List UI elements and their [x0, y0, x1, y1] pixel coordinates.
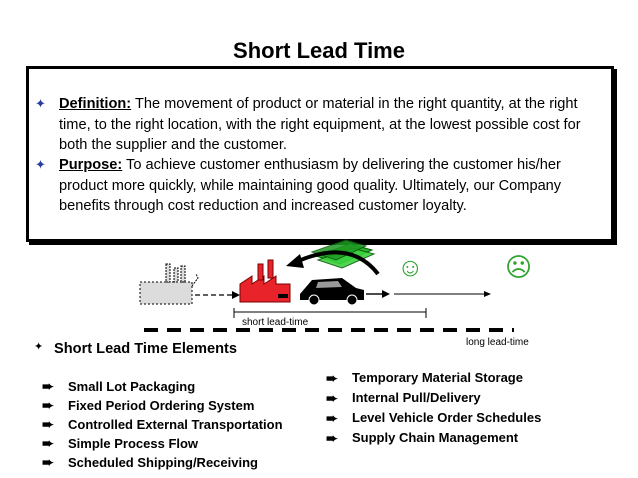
arrow-bullet-icon: ➨: [42, 416, 54, 432]
definition-paragraph: Definition: The movement of product or m…: [59, 94, 607, 156]
list-item: ➨Simple Process Flow: [42, 435, 199, 451]
diamond-bullet-icon: ✦: [35, 96, 46, 111]
list-item: ➨Supply Chain Management: [326, 430, 519, 446]
definition-box: ✦ Definition: The movement of product or…: [26, 66, 614, 242]
short-lead-time-label: short lead-time: [242, 317, 309, 328]
car-icon: [300, 278, 364, 306]
happy-face-icon: ☺: [397, 252, 424, 282]
arrow-bullet-icon: ➨: [42, 454, 54, 470]
arrow-bullet-icon: ➨: [326, 410, 338, 426]
supplier-factory-icon: [139, 263, 199, 305]
arrow-bullet-icon: ➨: [42, 378, 54, 394]
sad-face-icon: ☹: [505, 252, 533, 282]
list-item: ➨Temporary Material Storage: [326, 370, 523, 386]
factory-icon: [239, 259, 291, 303]
list-item: ➨Scheduled Shipping/Receiving: [42, 454, 258, 470]
list-item: ➨Fixed Period Ordering System: [42, 397, 255, 413]
left-elements-list: ➨Small Lot Packaging ➨Fixed Period Order…: [42, 377, 283, 472]
lead-time-illustration: [139, 239, 514, 332]
elements-title: Short Lead Time Elements: [54, 341, 238, 357]
purpose-label: Purpose:: [59, 157, 123, 173]
definition-text: The movement of product or material in t…: [59, 96, 581, 153]
page-title: Short Lead Time: [233, 38, 405, 63]
diamond-bullet-icon: ✦: [34, 341, 44, 353]
purpose-text: To achieve customer enthusiasm by delive…: [59, 157, 562, 214]
arrow-bullet-icon: ➨: [326, 430, 338, 446]
list-item: ➨Controlled External Transportation: [42, 416, 283, 432]
list-item: ➨Level Vehicle Order Schedules: [326, 410, 542, 426]
right-elements-list: ➨Temporary Material Storage ➨Internal Pu…: [326, 368, 541, 448]
arrow-bullet-icon: ➨: [326, 390, 338, 406]
list-item: ➨Internal Pull/Delivery: [326, 390, 481, 406]
arrow-bullet-icon: ➨: [42, 435, 54, 451]
list-item: ➨Small Lot Packaging: [42, 378, 196, 394]
long-lead-time-label: long lead-time: [466, 337, 529, 348]
purpose-paragraph: Purpose: To achieve customer enthusiasm …: [59, 155, 607, 217]
return-arrow: [295, 250, 380, 276]
arrow-bullet-icon: ➨: [42, 397, 54, 413]
lead-time-diagram: ☺ ☹ short lead-time long lead-time: [0, 236, 638, 356]
diamond-bullet-icon: ✦: [35, 157, 46, 172]
arrow-bullet-icon: ➨: [326, 370, 338, 386]
definition-label: Definition:: [59, 96, 132, 112]
